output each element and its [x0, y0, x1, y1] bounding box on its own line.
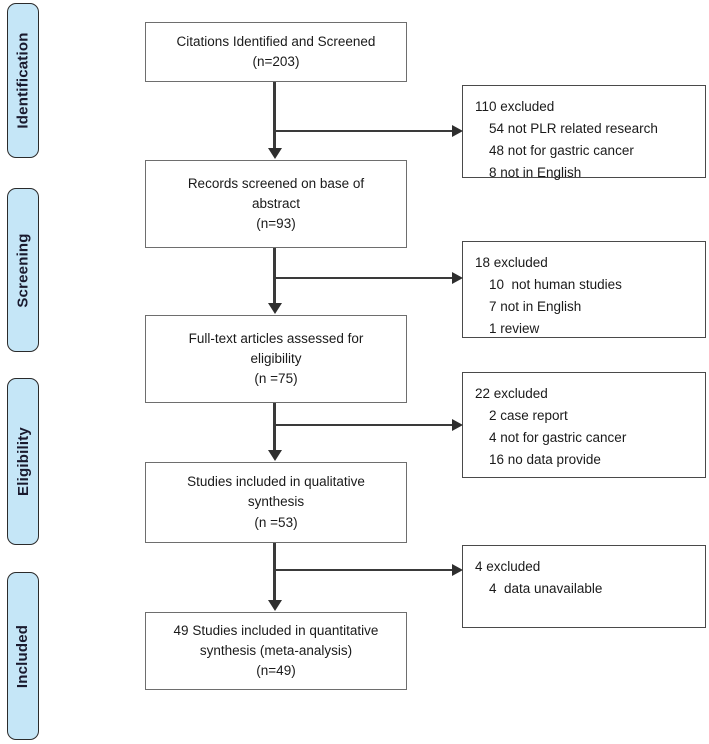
connector-horizontal-4	[273, 569, 455, 571]
connector-arrowhead-down-4	[267, 600, 282, 611]
flow-box-line-1: 49 Studies included in quantitative	[173, 622, 379, 638]
connector-horizontal-1	[273, 130, 455, 132]
flow-box-line-3: (n =53)	[254, 514, 298, 530]
connector-horizontal-2	[273, 277, 455, 279]
flow-box-quantitative-synthesis: 49 Studies included in quantitative synt…	[145, 612, 407, 690]
flow-box-line-1: Full-text articles assessed for	[188, 330, 364, 346]
exclusion-header: 110 excluded	[475, 99, 555, 114]
exclusion-header: 22 excluded	[475, 386, 548, 401]
connector-arrowhead-right-2	[452, 272, 463, 284]
phase-label-included: Included	[7, 572, 39, 740]
flow-box-line-1: Records screened on base of	[187, 175, 365, 191]
flow-box-line-3: (n =75)	[254, 371, 298, 387]
exclusion-item: 16 no data provide	[489, 451, 601, 467]
flow-box-line-2: synthesis	[247, 494, 305, 510]
flow-box-line-2: eligibility	[250, 350, 302, 366]
connector-vertical-4	[273, 543, 276, 601]
exclusion-item: 7 not in English	[489, 298, 582, 314]
exclusion-item: 4 data unavailable	[489, 580, 603, 596]
flow-box-qualitative-synthesis: Studies included in qualitative synthesi…	[145, 462, 407, 543]
exclusion-item: 4 not for gastric cancer	[489, 429, 627, 445]
exclusion-header: 18 excluded	[475, 255, 548, 270]
phase-label-screening: Screening	[7, 188, 39, 352]
exclusion-header: 4 excluded	[475, 559, 541, 574]
connector-arrowhead-down-3	[267, 450, 282, 461]
flow-box-line-2: synthesis (meta-analysis)	[199, 642, 353, 658]
connector-arrowhead-right-3	[452, 419, 463, 431]
exclusion-item: 54 not PLR related research	[489, 120, 658, 136]
connector-arrowhead-down-2	[267, 303, 282, 314]
phase-label-text: Identification	[14, 32, 32, 129]
exclusion-item: 48 not for gastric cancer	[489, 142, 634, 158]
phase-label-eligibility: Eligibility	[7, 378, 39, 545]
exclusion-box-4: 4 excluded 4 data unavailable	[462, 545, 706, 628]
flow-box-records-screened: Records screened on base of abstract (n=…	[145, 160, 407, 248]
flow-box-line-1: Studies included in qualitative	[187, 474, 365, 490]
connector-arrowhead-right-4	[452, 564, 463, 576]
connector-horizontal-3	[273, 424, 455, 426]
connector-vertical-2	[273, 248, 276, 304]
exclusion-item: 10 not human studies	[489, 276, 622, 292]
flow-box-citations-identified: Citations Identified and Screened (n=203…	[145, 22, 407, 82]
flow-box-line-2: (n=203)	[252, 54, 300, 69]
flow-box-line-2: abstract	[251, 195, 301, 211]
flow-box-line-3: (n=49)	[256, 663, 296, 679]
connector-arrowhead-down-1	[267, 148, 282, 159]
phase-label-text: Eligibility	[14, 427, 32, 496]
flow-box-line-1: Citations Identified and Screened	[176, 33, 376, 49]
phase-label-text: Screening	[14, 232, 32, 308]
exclusion-item: 1 review	[489, 320, 540, 336]
phase-label-text: Included	[14, 624, 32, 688]
flow-box-line-3: (n=93)	[256, 216, 296, 232]
exclusion-box-2: 18 excluded 10 not human studies 7 not i…	[462, 241, 706, 338]
exclusion-box-3: 22 excluded 2 case report 4 not for gast…	[462, 372, 706, 478]
exclusion-box-1: 110 excluded 54 not PLR related research…	[462, 85, 706, 180]
connector-arrowhead-right-1	[452, 125, 463, 137]
exclusion-item: 2 case report	[489, 407, 568, 423]
phase-label-identification: Identification	[7, 3, 39, 158]
connector-vertical-3	[273, 403, 276, 451]
exclusion-item: 8 not in English	[489, 164, 582, 180]
connector-vertical-1	[273, 82, 276, 149]
flow-box-fulltext-assessed: Full-text articles assessed for eligibil…	[145, 315, 407, 403]
